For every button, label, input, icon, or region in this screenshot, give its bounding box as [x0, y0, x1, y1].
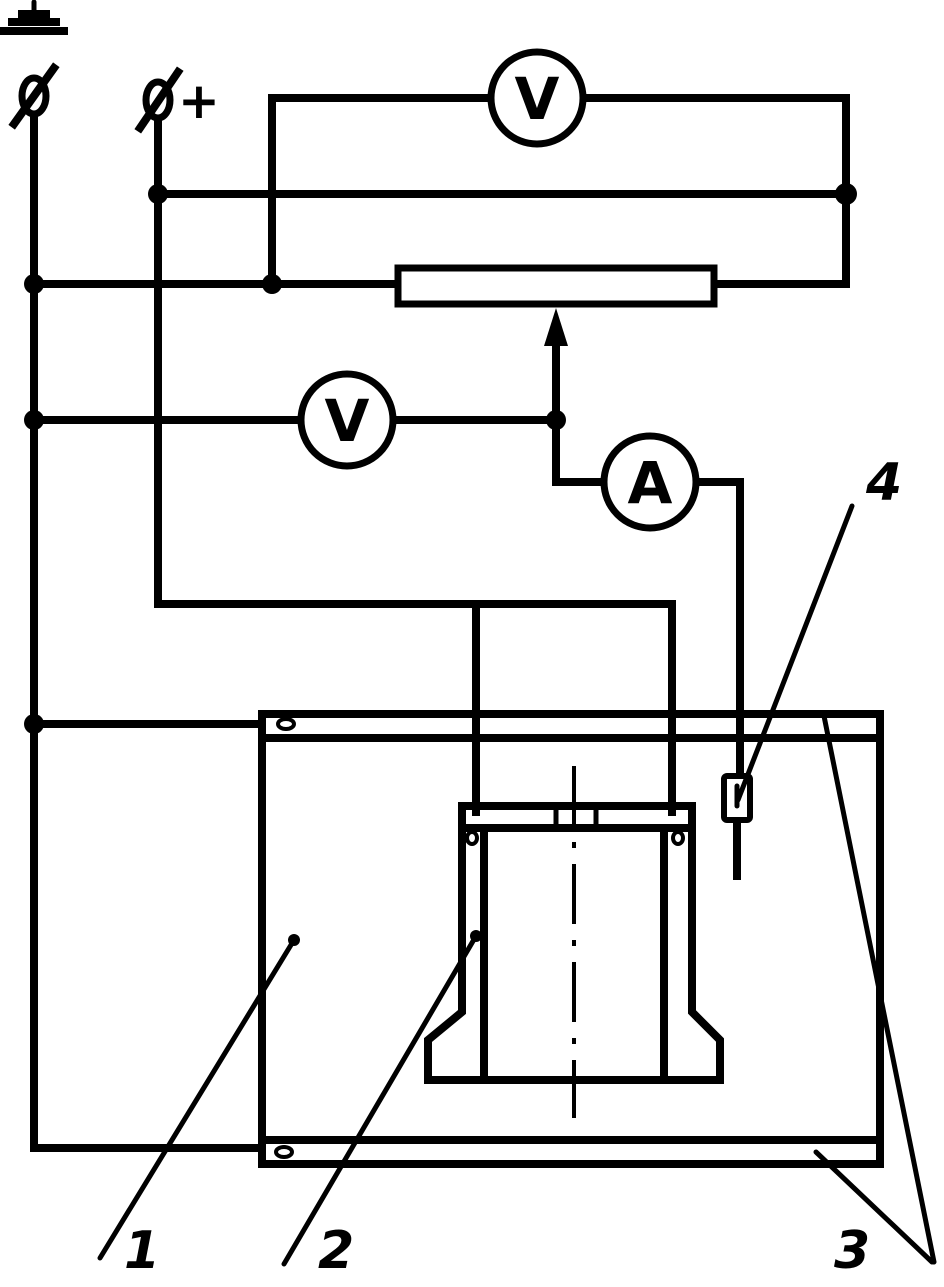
top-plate-contact [276, 717, 296, 731]
wiper-arrow-icon [544, 308, 568, 346]
callout-4: 4 [865, 453, 902, 513]
wire-ammeter-right [694, 478, 744, 780]
specimen-holder [424, 802, 724, 1084]
ground-icon [0, 0, 68, 35]
callout-1: 1 [124, 1221, 160, 1281]
potentiometer [394, 264, 718, 308]
vessel [258, 710, 884, 1168]
bottom-plate-contact [274, 1145, 294, 1159]
leader-lines [97, 503, 937, 1267]
terminal-positive: + [134, 66, 220, 134]
voltmeter-mid-label: V [325, 387, 370, 455]
voltmeter-top: V [487, 48, 587, 148]
wire-pot-right [710, 190, 850, 288]
holder-contact-left [465, 830, 479, 846]
wire-left-bus [30, 112, 266, 1152]
wire-positive [154, 118, 676, 816]
ammeter: A [600, 432, 700, 532]
callout-3: 3 [834, 1221, 870, 1281]
junctions [24, 183, 857, 734]
voltmeter-top-label: V [515, 65, 560, 133]
wire-ammeter-left [552, 416, 606, 486]
wire-voltmeter-top-right [580, 94, 850, 198]
ammeter-label: A [628, 449, 673, 517]
positive-sign: + [178, 72, 220, 130]
callout-2: 2 [318, 1221, 354, 1281]
wire-voltmeter-top [268, 94, 494, 288]
voltmeter-mid: V [297, 370, 397, 470]
holder-contact-right [671, 830, 685, 846]
